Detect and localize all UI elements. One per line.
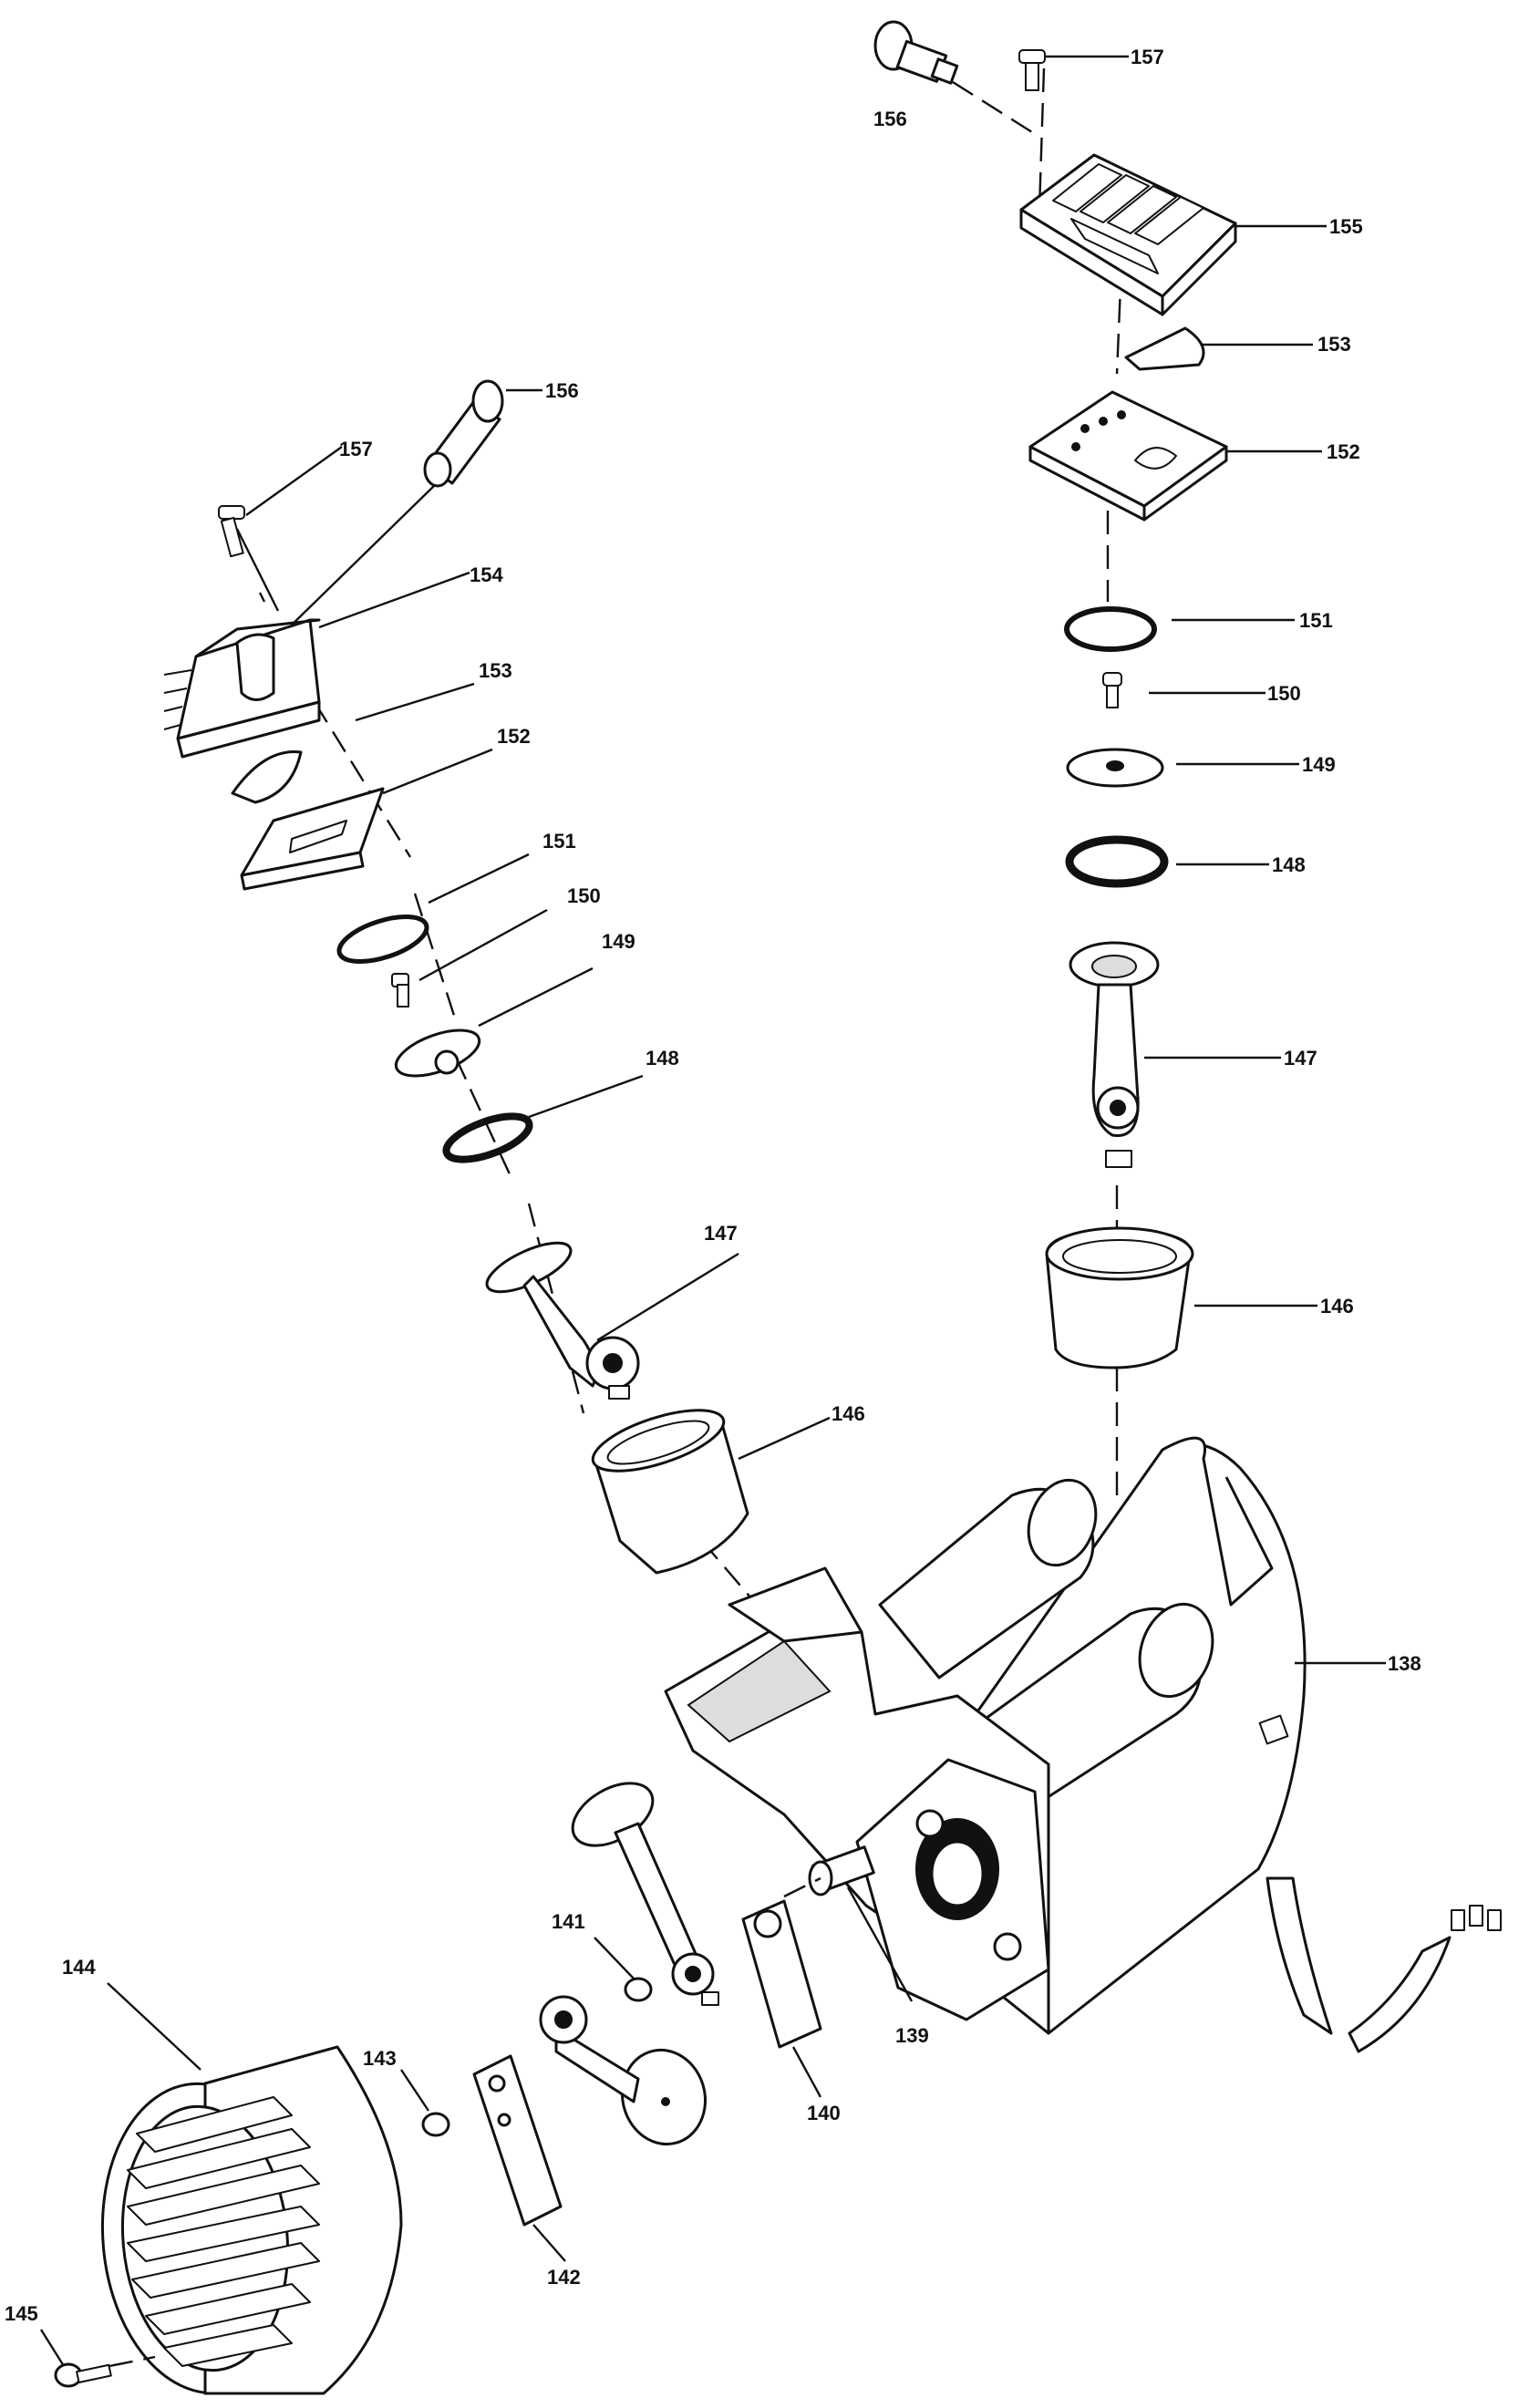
label-141: 141 — [552, 1910, 585, 1933]
part-155-cylinder-head — [1019, 153, 1327, 316]
label-157-left: 157 — [339, 438, 373, 460]
label-140: 140 — [807, 2102, 841, 2124]
part-149-retainer-left — [394, 966, 594, 1078]
label-155: 155 — [1329, 215, 1363, 238]
label-145: 145 — [5, 2302, 38, 2325]
part-number-labels: 138 139 140 141 142 143 144 145 146 146 … — [5, 46, 1421, 2325]
part-140-counterweight — [741, 1876, 822, 2098]
part-152-valve-plate-left — [240, 748, 493, 891]
label-139: 139 — [895, 2024, 929, 2047]
part-149-retainer-right — [1066, 748, 1299, 788]
label-153-left: 153 — [479, 659, 512, 682]
label-156-left: 156 — [545, 379, 579, 402]
part-148-cup-right — [1065, 835, 1269, 888]
lower-connecting-rod-upper — [571, 1782, 719, 2006]
part-157-screw-left — [218, 446, 343, 558]
label-146-left: 146 — [832, 1402, 865, 1425]
right-cylinder-stack — [873, 20, 1327, 1495]
label-142: 142 — [547, 2266, 581, 2289]
label-150-right: 150 — [1267, 682, 1301, 705]
part-141-nut — [594, 1937, 653, 2002]
part-147-connecting-rod-left — [485, 1241, 739, 1400]
part-156-fitting-top — [873, 20, 1040, 139]
label-149-left: 149 — [602, 930, 635, 953]
label-148-right: 148 — [1272, 853, 1306, 876]
label-156-top: 156 — [873, 108, 907, 130]
part-151-o-ring-left — [336, 853, 530, 965]
label-147-left: 147 — [704, 1222, 738, 1245]
part-144-fan — [100, 1982, 403, 2395]
part-156-fitting-left — [423, 379, 542, 488]
part-152-valve-plate-right — [1028, 390, 1322, 522]
label-152-right: 152 — [1327, 440, 1360, 463]
part-143-nut — [400, 2069, 450, 2137]
part-151-o-ring-right — [1064, 606, 1295, 652]
label-152-left: 152 — [497, 725, 531, 748]
label-143: 143 — [363, 2047, 397, 2070]
part-142-counterweight — [472, 2054, 566, 2262]
part-157-screw-top — [1018, 49, 1129, 91]
part-150-screw-left — [391, 908, 548, 1008]
part-138-motor-crankcase — [664, 1436, 1502, 2053]
part-147-connecting-rod-right — [1069, 941, 1281, 1168]
label-153-right: 153 — [1317, 333, 1351, 356]
label-151-left: 151 — [542, 830, 576, 853]
left-cylinder-stack — [163, 379, 831, 1606]
part-146-cylinder-sleeve-left — [591, 1409, 831, 1575]
lower-connecting-rod-lower — [539, 1995, 708, 2146]
label-147-right: 147 — [1284, 1047, 1317, 1070]
part-154-cylinder-head-left — [163, 571, 470, 759]
part-148-cup-left — [442, 1074, 644, 1163]
part-146-cylinder-sleeve-right — [1045, 1226, 1317, 1369]
label-157-top: 157 — [1131, 46, 1164, 68]
part-150-screw-right — [1102, 672, 1266, 708]
label-151-right: 151 — [1299, 609, 1333, 632]
label-144: 144 — [62, 1956, 96, 1979]
label-138: 138 — [1388, 1652, 1421, 1675]
label-146-right: 146 — [1320, 1295, 1354, 1318]
label-154: 154 — [470, 563, 503, 586]
part-153-gasket-left — [231, 682, 475, 804]
label-150-left: 150 — [567, 884, 601, 907]
part-153-gasket-right — [1124, 326, 1313, 371]
part-145-screw — [39, 2329, 156, 2388]
label-148-left: 148 — [646, 1047, 679, 1070]
label-149-right: 149 — [1302, 753, 1336, 776]
